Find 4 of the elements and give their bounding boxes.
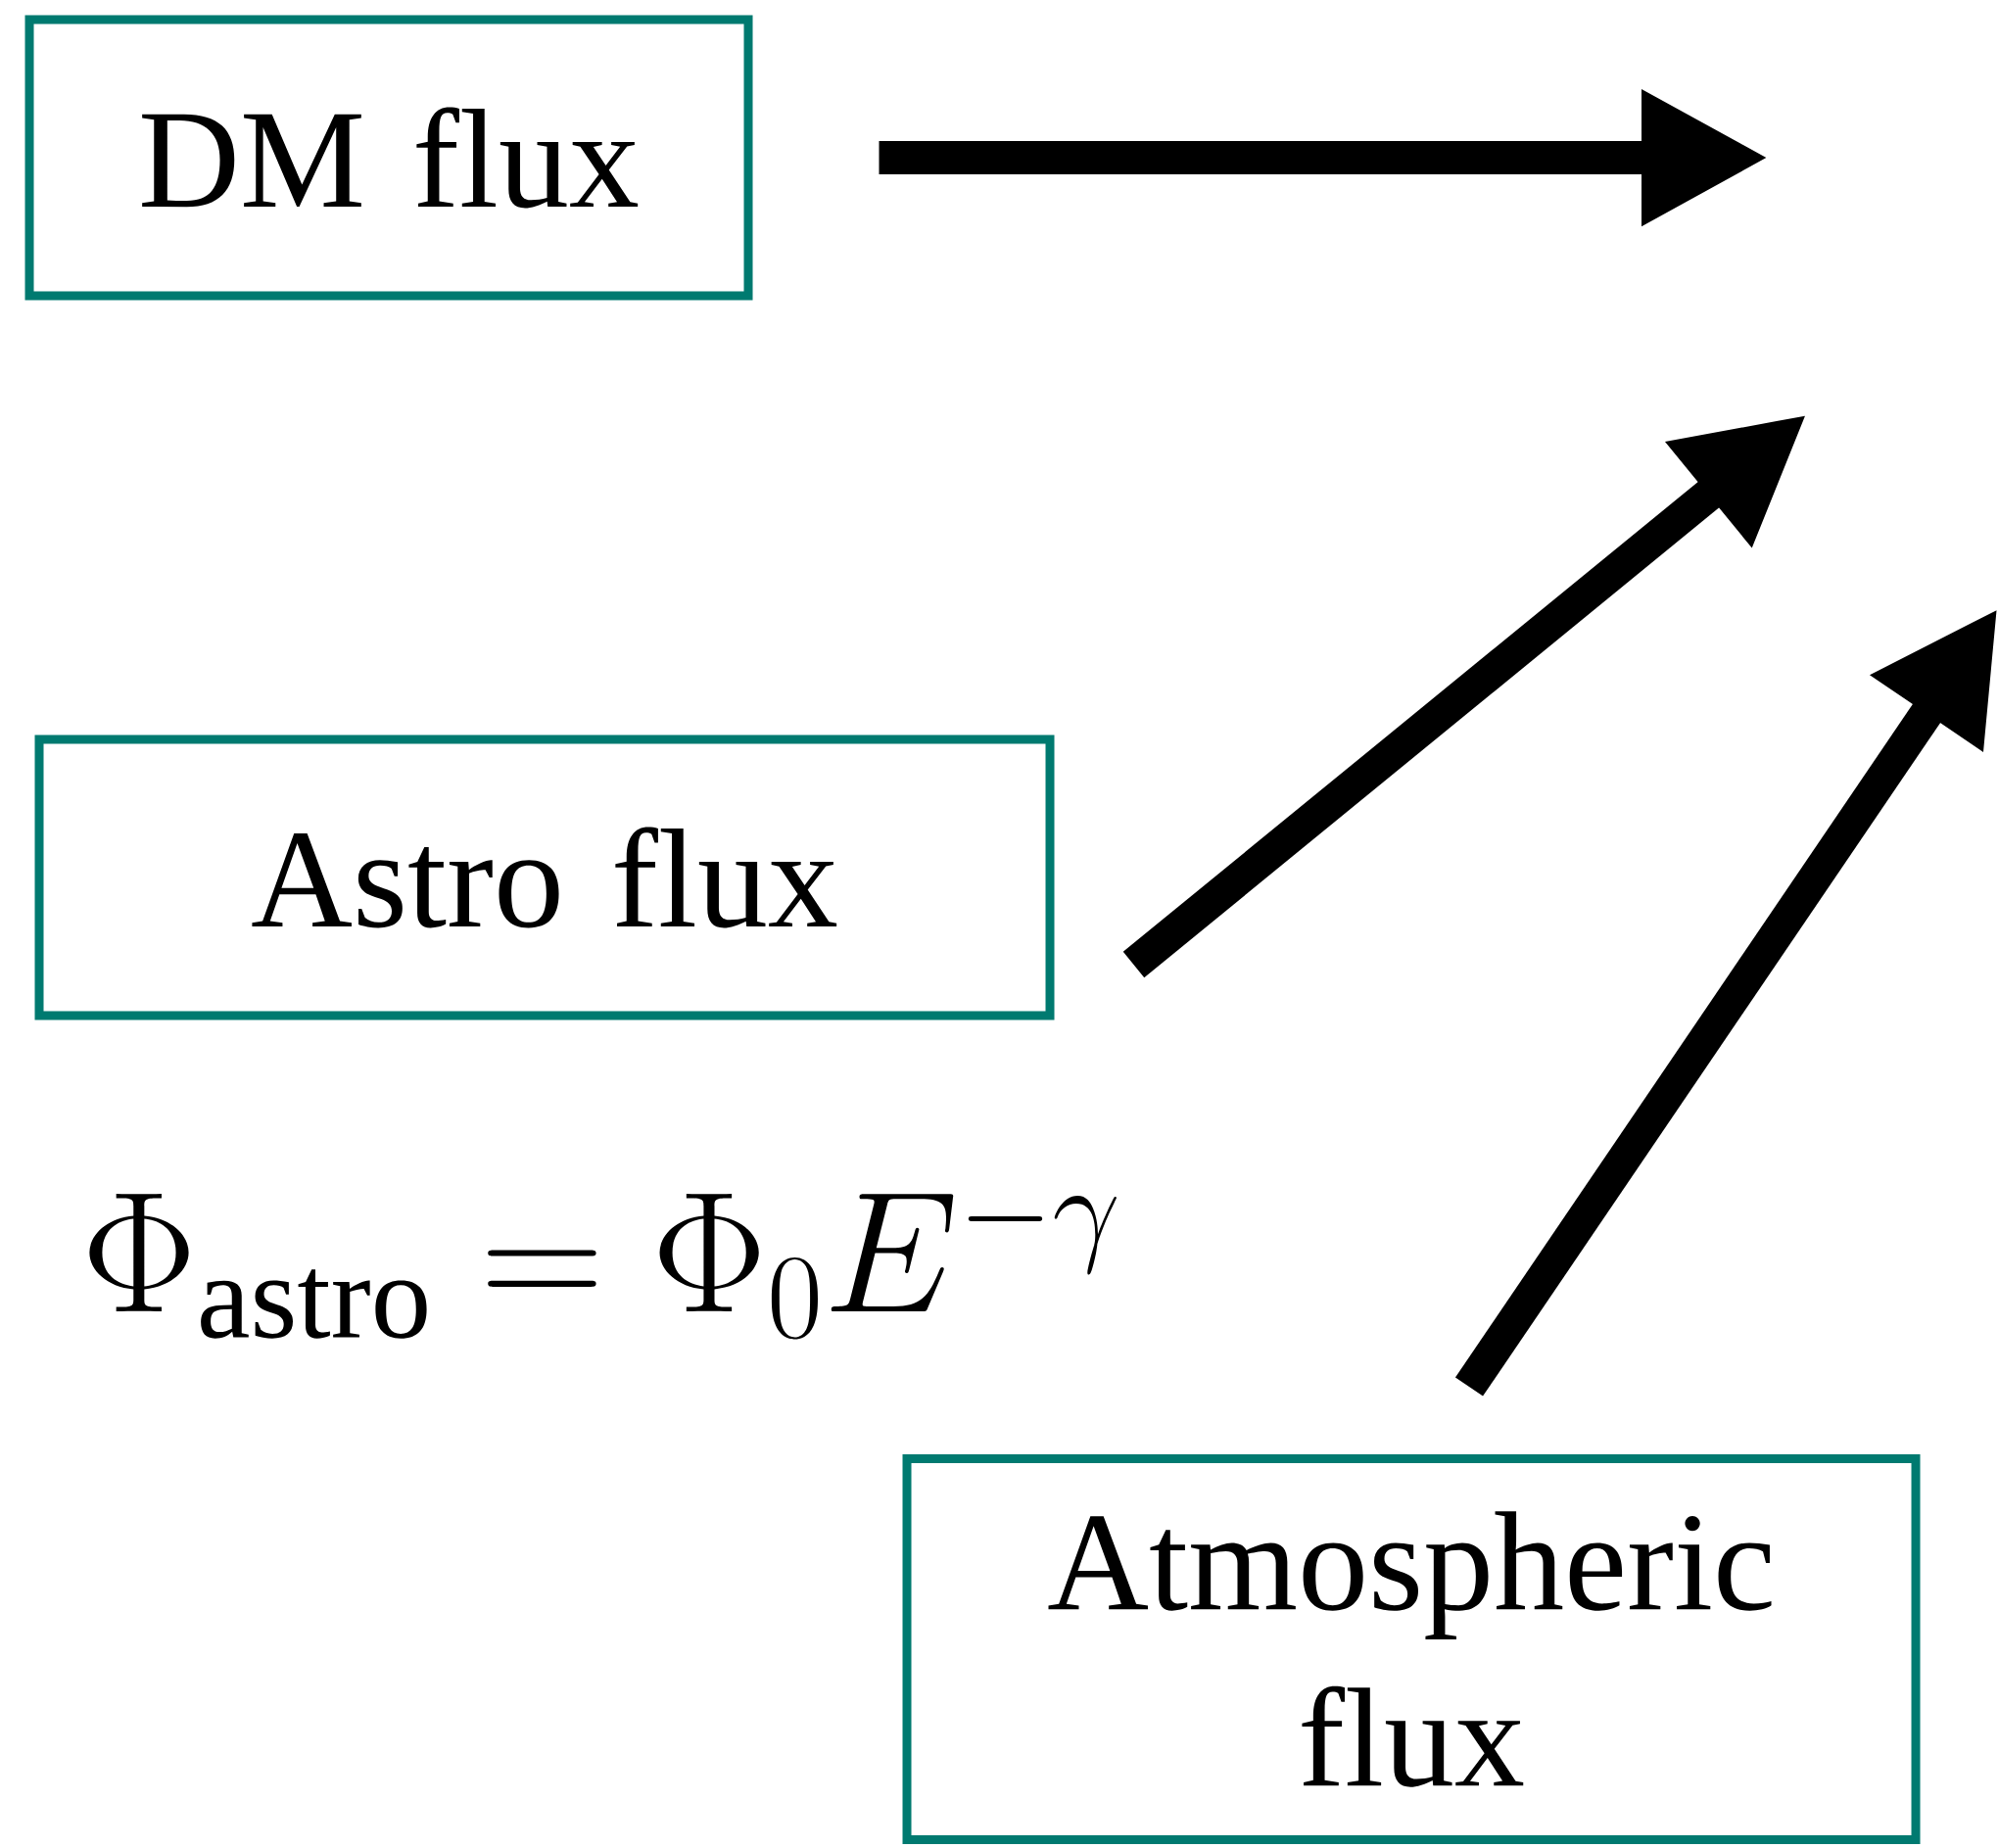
flux-box: Astro flux [34,734,1055,1020]
flux-formula: $\Phi_\mathrm{astro} = \Phi_0 E^{-\gamma}$ [89,1193,1117,1340]
flux-box: DM flux [24,15,753,301]
flux-box: Atmospheric flux [902,1454,1921,1844]
